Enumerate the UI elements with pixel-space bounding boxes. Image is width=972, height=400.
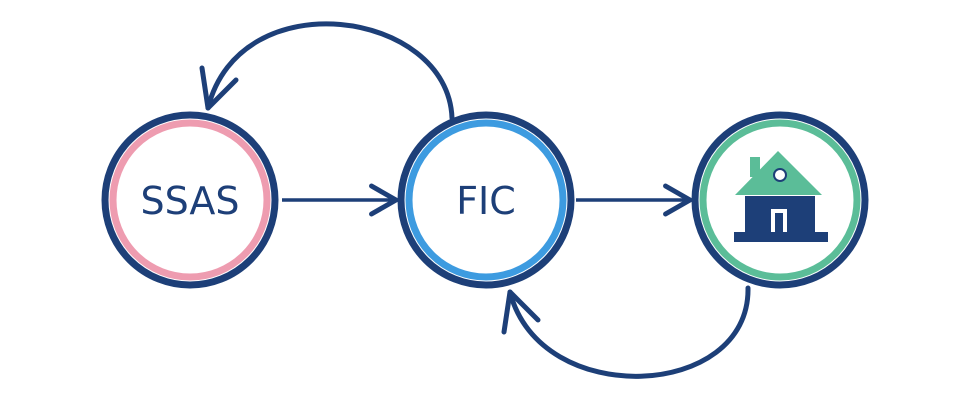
arrowhead-property-to-fic — [501, 289, 541, 335]
curved-arrow-fic-to-ssas — [205, 21, 455, 121]
curved-arrow-property-to-fic — [507, 285, 751, 379]
node-fic-ring — [405, 119, 567, 281]
node-ssas-label: SSAS — [140, 179, 239, 223]
node-ssas-ring — [109, 119, 271, 281]
node-fic-label: FIC — [456, 179, 516, 223]
node-fic: FIC — [397, 111, 575, 289]
node-ssas: SSAS — [101, 111, 279, 289]
arrowhead-fic-to-ssas — [199, 65, 239, 111]
node-property — [691, 111, 869, 289]
house-icon — [734, 151, 828, 242]
